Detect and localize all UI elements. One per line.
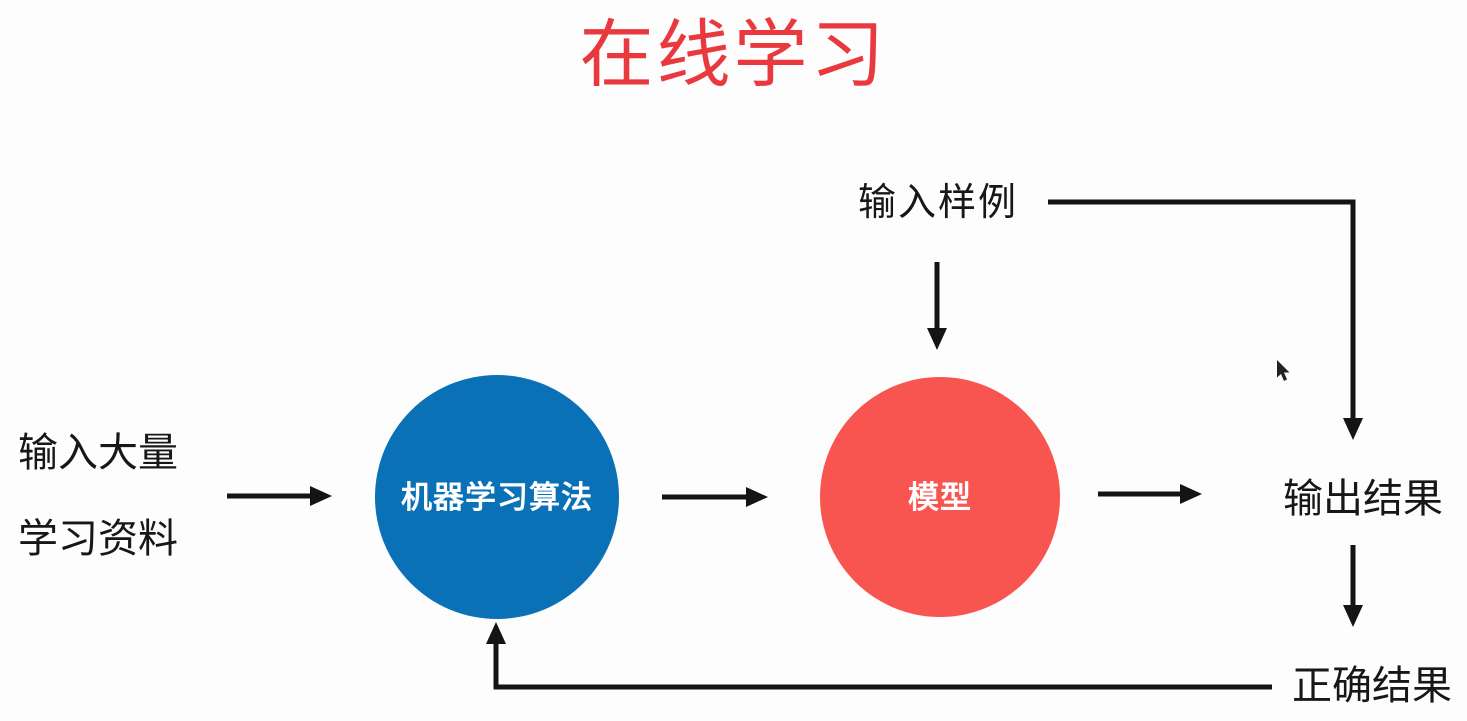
edge-correct-to-algorithm-arrowhead	[486, 622, 506, 644]
model-node-label: 模型	[908, 479, 972, 515]
edge-output-to-correct-arrowhead	[1343, 605, 1363, 627]
label-input-sample: 输入样例	[858, 182, 1019, 224]
label-output-result: 输出结果	[1283, 477, 1443, 521]
algorithm-node-circle	[375, 375, 619, 619]
edge-input-to-algorithm-arrowhead	[310, 486, 332, 506]
algorithm-node-label: 机器学习算法	[401, 479, 593, 515]
label-input-data-line1: 输入大量	[18, 431, 178, 475]
label-input-data-line2: 学习资料	[18, 517, 178, 561]
label-correct-result: 正确结果	[1292, 664, 1452, 708]
edge-model-to-output-arrowhead	[1180, 484, 1202, 504]
page-title: 在线学习	[579, 13, 888, 96]
edge-sample-to-output-arrowhead	[1343, 418, 1363, 440]
edge-correct-to-algorithm	[493, 642, 1272, 690]
edge-sample-to-model-arrowhead	[927, 328, 947, 350]
edge-sample-to-output	[1048, 199, 1356, 420]
mouse-cursor-icon	[1277, 360, 1290, 381]
edge-algorithm-to-model-arrowhead	[746, 487, 768, 507]
model-node-circle	[820, 377, 1060, 617]
